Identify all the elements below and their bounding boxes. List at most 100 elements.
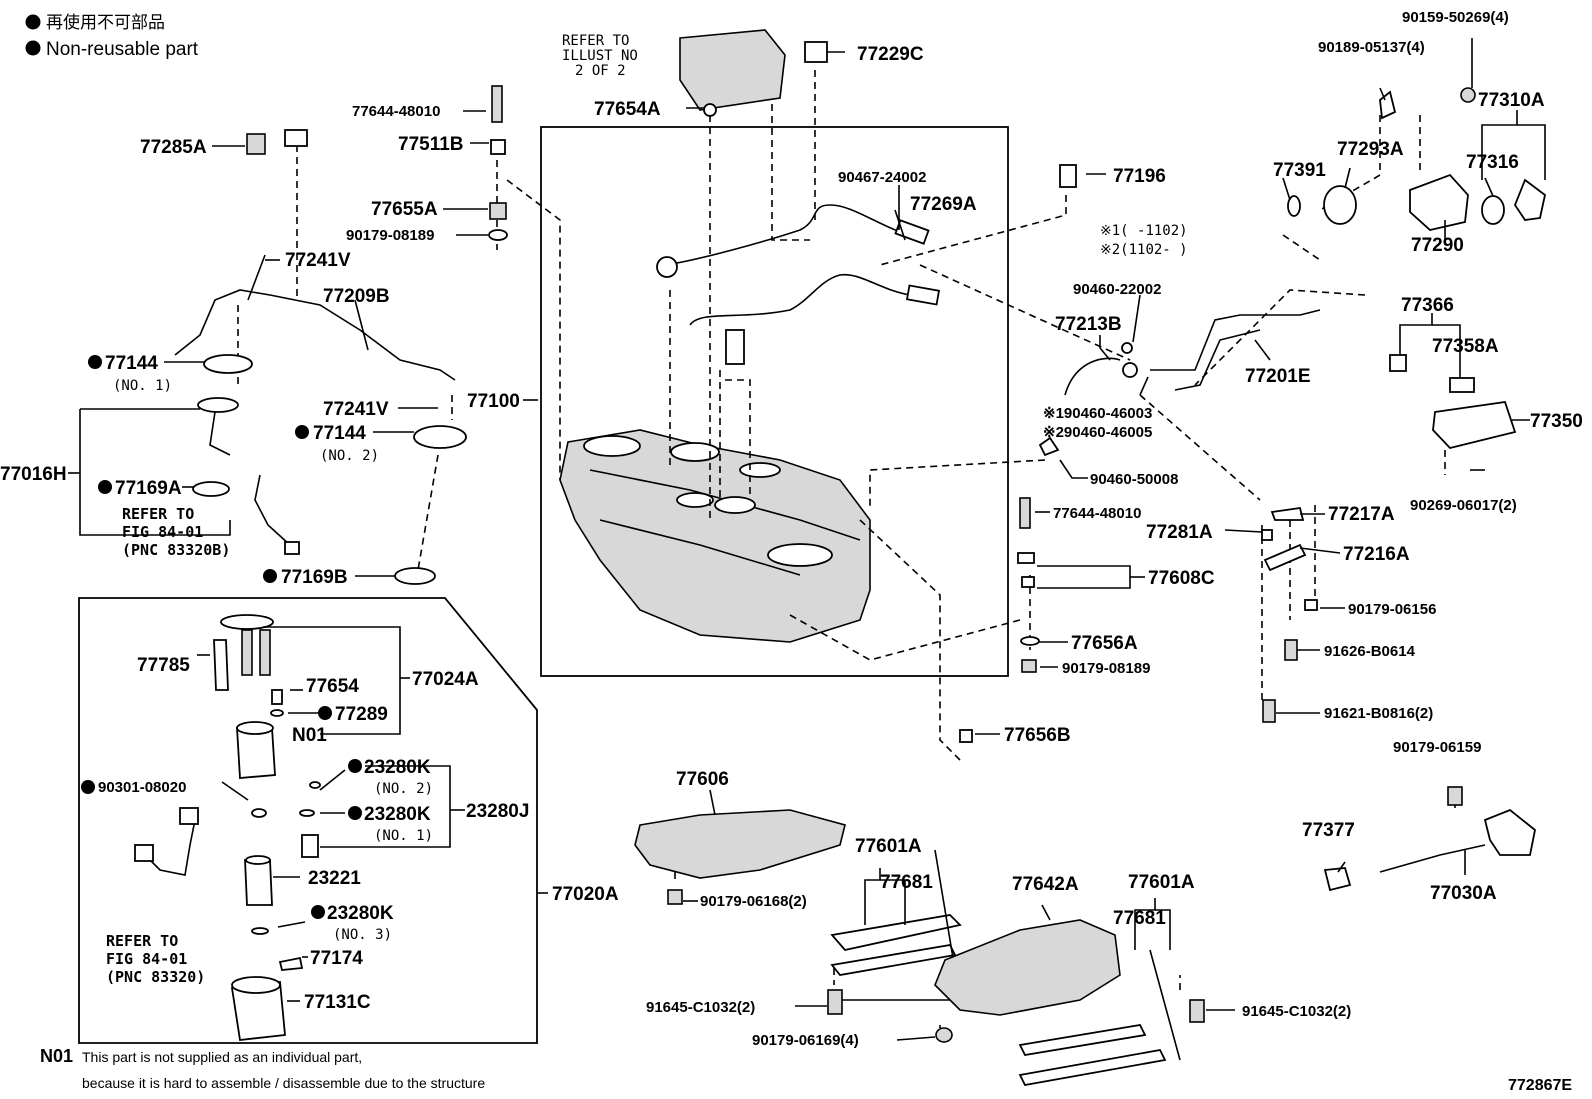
non-reusable-bullet-icon xyxy=(348,806,362,820)
part-label: 77269A xyxy=(910,194,977,215)
part-label: 77654 xyxy=(306,676,359,697)
part-label: 77100 xyxy=(467,391,520,412)
non-reusable-bullet-icon xyxy=(318,706,332,720)
part-label: 77293A xyxy=(1337,139,1404,160)
part-label: 77681 xyxy=(1113,908,1166,929)
part-label: 77216A xyxy=(1343,544,1410,565)
refer-fig-a-line2: FIG 84-01 xyxy=(122,523,203,541)
legend-en: Non-reusable part xyxy=(46,39,199,60)
part-label: 77366 xyxy=(1401,295,1454,316)
part-label: 77030A xyxy=(1430,883,1497,904)
part-label: 91645-C1032(2) xyxy=(1242,1003,1351,1020)
part-label: 77391 xyxy=(1273,160,1326,181)
non-reusable-bullet-icon xyxy=(348,759,362,773)
part-label: 77642A xyxy=(1012,874,1079,895)
part-label: 77289 xyxy=(335,704,388,725)
part-label-note: (NO. 2) xyxy=(374,781,433,797)
part-label: 77209B xyxy=(323,286,390,307)
part-label: 77285A xyxy=(140,137,207,158)
non-reusable-bullet-icon xyxy=(25,14,41,30)
part-label-note: (NO. 2) xyxy=(320,448,379,464)
part-label: 77656B xyxy=(1004,725,1071,746)
part-label: 77290 xyxy=(1411,235,1464,256)
part-label: 77016H xyxy=(0,464,67,485)
part-label: 90159-50269(4) xyxy=(1402,9,1509,26)
dashed-leaders xyxy=(237,70,1456,1040)
part-label: 77656A xyxy=(1071,633,1138,654)
refer-fig-a-line1: REFER TO xyxy=(122,505,194,523)
part-label: 77196 xyxy=(1113,166,1166,187)
part-label-note: (NO. 1) xyxy=(113,378,172,394)
part-label: 77169B xyxy=(281,567,348,588)
part-label: 23280K xyxy=(327,903,394,924)
part-label-note: (NO. 3) xyxy=(333,927,392,943)
gasket-icon xyxy=(394,567,436,585)
fuel-tank-frame xyxy=(540,126,1009,677)
part-label: 77201E xyxy=(1245,366,1311,387)
part-label: 90179-06169(4) xyxy=(752,1032,859,1049)
part-label: 90467-24002 xyxy=(838,169,926,186)
part-label: 77281A xyxy=(1146,522,1213,543)
solid-leaders xyxy=(68,38,1546,1041)
part-label: 77131C xyxy=(304,992,371,1013)
part-label: N01 xyxy=(292,725,327,746)
part-label: 77681 xyxy=(880,872,933,893)
fuel-pump-frame xyxy=(78,597,538,1044)
part-label: 77241V xyxy=(285,250,351,271)
part-label: 77377 xyxy=(1302,820,1355,841)
non-reusable-markers xyxy=(81,355,362,919)
part-label: 23280K xyxy=(364,757,431,778)
part-label: 77644-48010 xyxy=(352,103,440,120)
vent-hoses xyxy=(656,204,941,365)
lock-ring-icon xyxy=(203,354,253,374)
gasket-icon xyxy=(192,481,230,497)
non-reusable-bullet-icon xyxy=(88,355,102,369)
part-label: 90301-08020 xyxy=(98,779,186,796)
part-label: 91621-B0816(2) xyxy=(1324,705,1433,722)
legend-jp: 再使用不可部品 xyxy=(46,12,165,33)
refer-illust-line1: REFER TO xyxy=(562,33,629,49)
refer-illust-line3: 2 OF 2 xyxy=(575,63,626,79)
part-label: 77020A xyxy=(552,884,619,905)
part-label: ※190460-46003 xyxy=(1043,405,1152,422)
part-label: 77310A xyxy=(1478,90,1545,111)
refer-fig-a-line3: (PNC 83320B) xyxy=(122,541,230,559)
legend: 再使用不可部品 Non-reusable part xyxy=(25,12,199,60)
variant-2-note: ※2(1102- ) xyxy=(1100,242,1188,258)
part-label: 77601A xyxy=(1128,872,1195,893)
part-label: 77169A xyxy=(115,478,182,499)
n01-note-line2: because it is hard to assemble / disasse… xyxy=(82,1075,485,1091)
part-label: 90179-08189 xyxy=(1062,660,1150,677)
part-label-note: (NO. 1) xyxy=(374,828,433,844)
part-label: 77511B xyxy=(398,134,464,155)
diagram-id: 772867E xyxy=(1508,1077,1572,1094)
part-label: 90460-50008 xyxy=(1090,471,1178,488)
part-label: 23280K xyxy=(364,804,431,825)
part-label: 77608C xyxy=(1148,568,1215,589)
fuel-tank-body xyxy=(559,429,871,643)
non-reusable-bullet-icon xyxy=(263,569,277,583)
part-label: 90179-08189 xyxy=(346,227,434,244)
refer-fig-b-line2: FIG 84-01 xyxy=(106,950,187,968)
lock-ring-icon xyxy=(413,425,467,449)
variant-1-note: ※1( -1102) xyxy=(1100,223,1188,239)
part-label: 77144 xyxy=(313,423,366,444)
non-reusable-bullet-icon xyxy=(81,780,95,794)
part-label: 77174 xyxy=(310,948,363,969)
part-label: 77316 xyxy=(1466,152,1519,173)
part-label: 23221 xyxy=(308,868,361,889)
part-label: 90460-22002 xyxy=(1073,281,1161,298)
notes: REFER TO ILLUST NO 2 OF 2 REFER TO FIG 8… xyxy=(40,33,1572,1094)
n01-note-line1: This part is not supplied as an individu… xyxy=(82,1049,362,1065)
part-label: 77655A xyxy=(371,199,438,220)
part-label: ※290460-46005 xyxy=(1043,424,1152,441)
n01-code: N01 xyxy=(40,1046,73,1066)
non-reusable-bullet-icon xyxy=(295,425,309,439)
part-label: 91645-C1032(2) xyxy=(646,999,755,1016)
part-labels: 77285A 77644-48010 77511B 77655A 90179-0… xyxy=(0,9,1583,1049)
non-reusable-bullet-icon xyxy=(25,40,41,56)
part-label: 77217A xyxy=(1328,504,1395,525)
refer-illust-line2: ILLUST NO xyxy=(562,48,638,64)
part-label: 90179-06168(2) xyxy=(700,893,807,910)
